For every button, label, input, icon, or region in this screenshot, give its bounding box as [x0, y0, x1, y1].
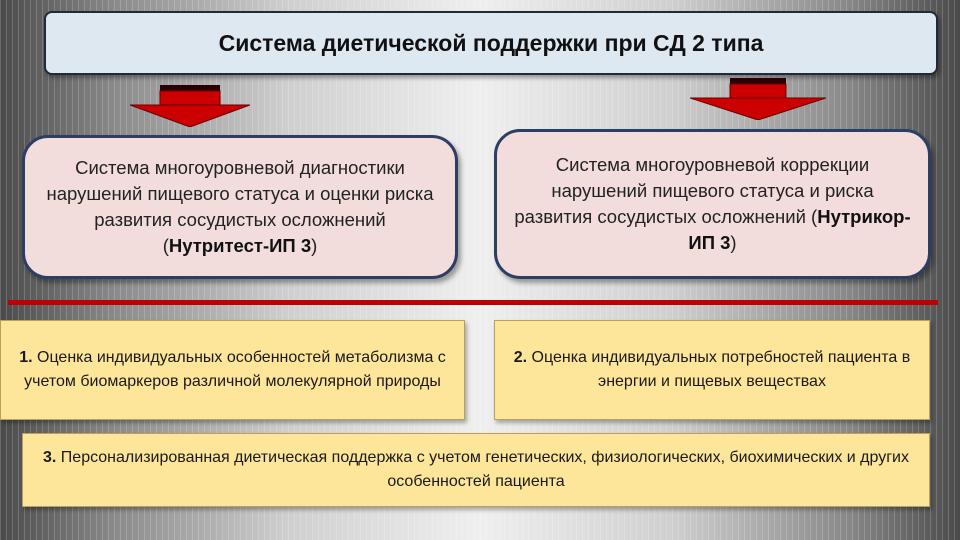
slide-title-box: Система диетической поддержки при СД 2 т… — [44, 11, 938, 75]
nutritest-label: Нутритест-ИП 3 — [168, 235, 312, 256]
item-text: Оценка индивидуальных потребностей пацие… — [527, 349, 911, 390]
item-box-1: 1. Оценка индивидуальных особенностей ме… — [0, 320, 465, 420]
item-box-3: 3. Персонализированная диетическая подде… — [22, 433, 930, 507]
correction-system-box: Система многоуровневой коррекции нарушен… — [494, 129, 931, 279]
item-text: Оценка индивидуальных особенностей метаб… — [24, 349, 446, 390]
item-number: 2. — [513, 349, 528, 366]
nutrikor-label: Нутрикор-ИП 3 — [688, 206, 911, 253]
item-text: Персонализированная диетическая поддержк… — [56, 449, 909, 490]
item-number: 3. — [43, 449, 57, 466]
correction-system-text: Система многоуровневой коррекции нарушен… — [514, 154, 911, 253]
item-number: 1. — [19, 349, 33, 366]
slide-title: Система диетической поддержки при СД 2 т… — [218, 29, 764, 56]
red-divider-line — [8, 300, 938, 305]
item-box-2: 2. Оценка индивидуальных потребностей па… — [494, 320, 930, 420]
arrow-down-icon — [690, 78, 826, 120]
diagnostics-system-box: Система многоуровневой диагностики наруш… — [22, 135, 458, 279]
arrow-down-icon — [130, 85, 250, 127]
diagnostics-system-text: Система многоуровневой диагностики наруш… — [46, 157, 434, 256]
